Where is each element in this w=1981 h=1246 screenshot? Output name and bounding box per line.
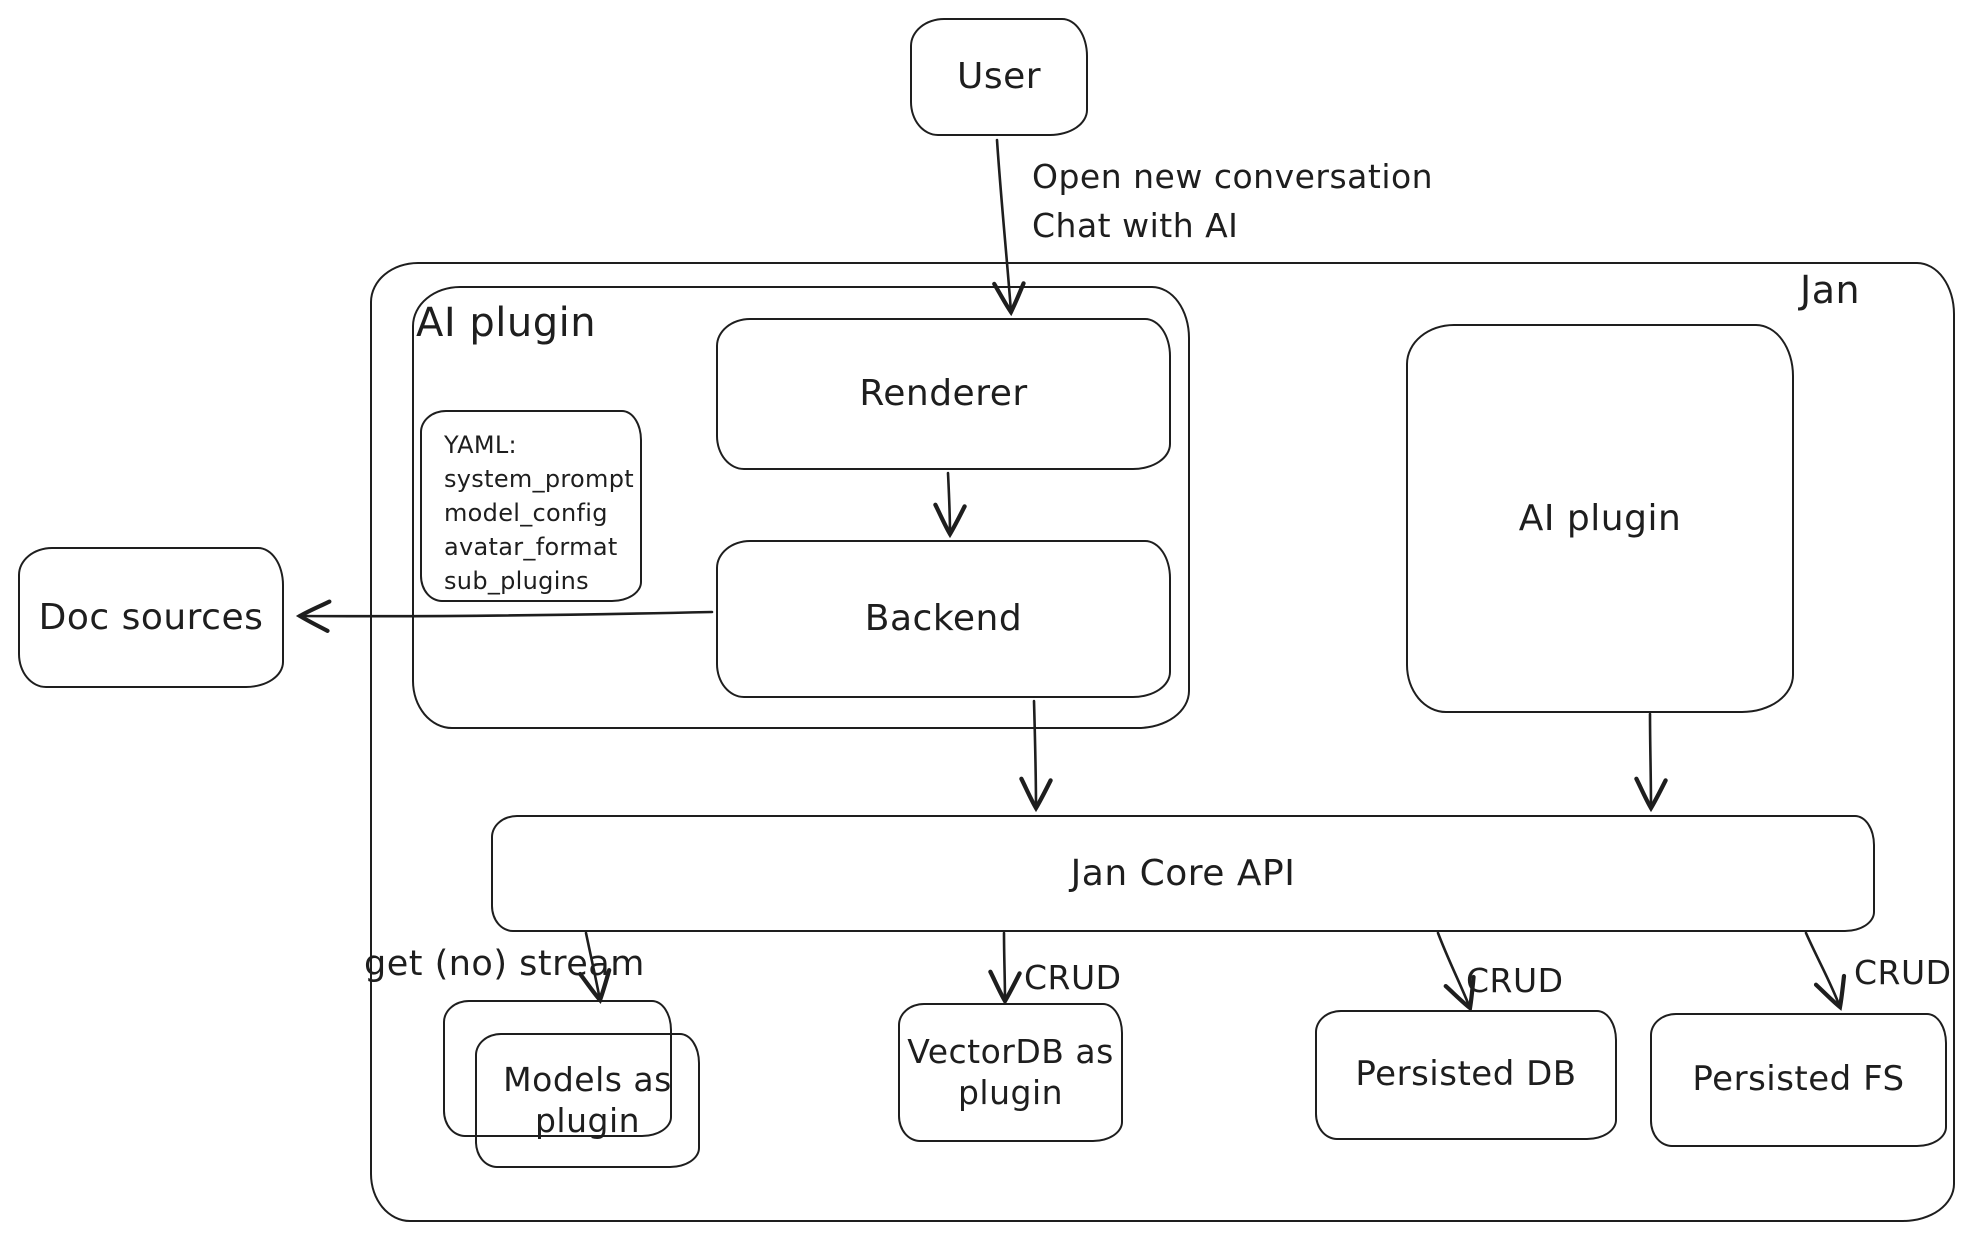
ai-plugin-left-label: AI plugin (416, 300, 597, 346)
renderer-node: Renderer (716, 318, 1171, 470)
vectordb-plugin-node: VectorDB as plugin (898, 1003, 1123, 1142)
jan-container (370, 262, 1955, 1222)
ai-plugin-right-node: AI plugin (1406, 324, 1794, 713)
edge-label-chat-with-ai: Chat with AI (1032, 206, 1239, 245)
persisted-db-label: Persisted DB (1355, 1054, 1577, 1095)
ai-plugin-right-label: AI plugin (1518, 497, 1682, 539)
user-node: User (910, 18, 1088, 136)
yaml-note: YAML: system_prompt model_config avatar_… (420, 410, 642, 602)
doc-sources-node: Doc sources (18, 547, 284, 688)
persisted-fs-label: Persisted FS (1692, 1059, 1905, 1100)
renderer-label: Renderer (859, 373, 1028, 415)
backend-label: Backend (864, 598, 1023, 640)
edge-label-crud-vectordb: CRUD (1024, 958, 1122, 997)
doc-sources-label: Doc sources (38, 596, 264, 638)
edge-label-open-new-conversation: Open new conversation (1032, 157, 1434, 196)
persisted-fs-node: Persisted FS (1650, 1013, 1947, 1147)
jan-container-label: Jan (1800, 268, 1861, 312)
vectordb-plugin-label: VectorDB as plugin (907, 1032, 1114, 1112)
edge-label-get-no-stream: get (no) stream (364, 944, 645, 984)
edge-label-crud-persisted-fs: CRUD (1854, 953, 1952, 992)
yaml-note-line: system_prompt (444, 465, 634, 493)
models-plugin-back-box (443, 1000, 672, 1137)
models-plugin-node: Models as plugin (475, 1033, 700, 1168)
yaml-note-line: model_config (444, 499, 608, 527)
edge-label-crud-persisted-db: CRUD (1466, 961, 1564, 1000)
jan-core-api-node: Jan Core API (491, 815, 1875, 932)
persisted-db-node: Persisted DB (1315, 1010, 1617, 1140)
ai-plugin-left-container (412, 286, 1190, 729)
yaml-note-line: sub_plugins (444, 567, 589, 595)
yaml-note-line: YAML: (444, 431, 517, 459)
user-label: User (956, 56, 1042, 98)
yaml-note-line: avatar_format (444, 533, 618, 561)
backend-node: Backend (716, 540, 1171, 698)
models-plugin-label: Models as plugin (503, 1060, 672, 1140)
jan-core-api-label: Jan Core API (1070, 852, 1296, 894)
